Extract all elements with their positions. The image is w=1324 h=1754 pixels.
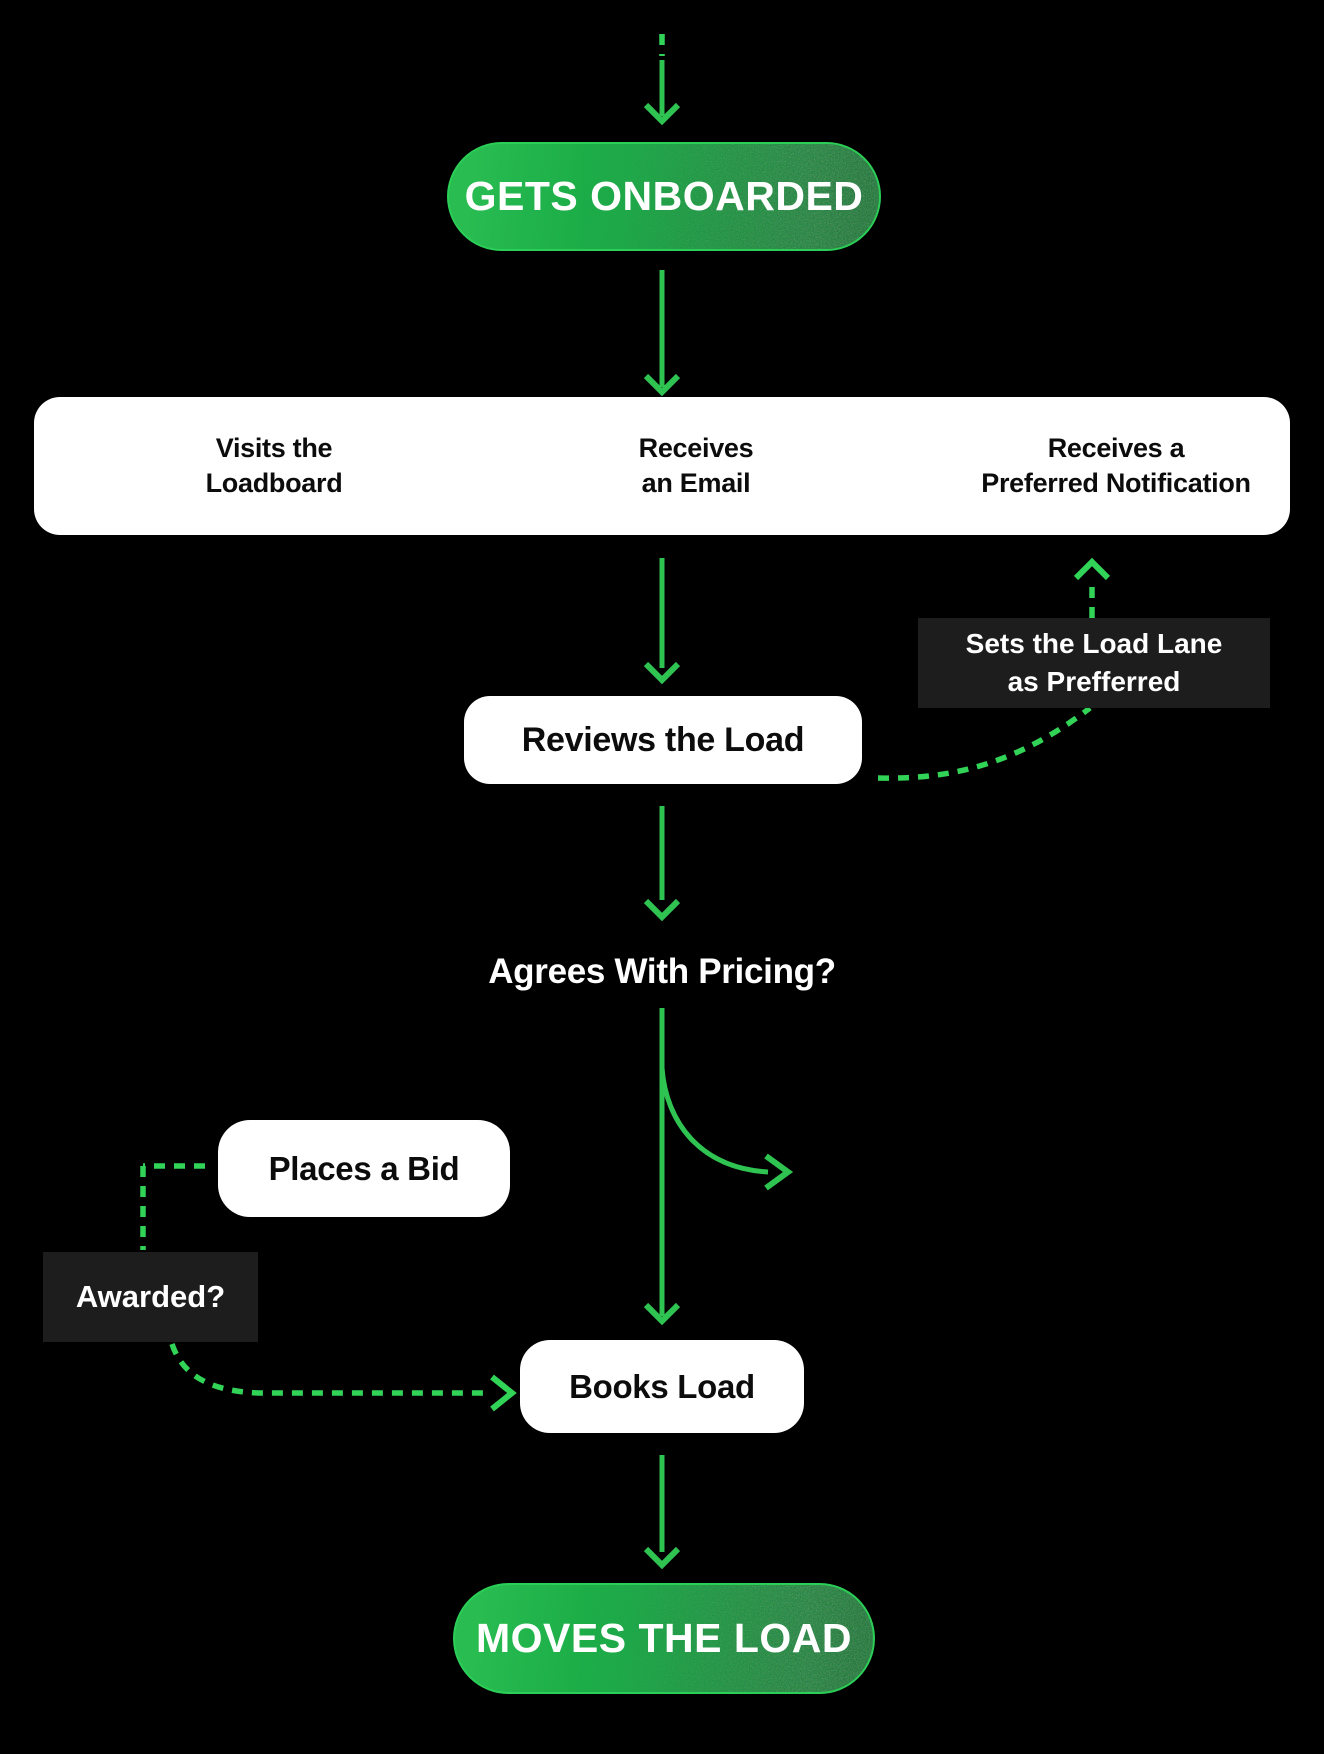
node-books-load: Books Load <box>520 1340 804 1433</box>
node-agrees-with-pricing: Agrees With Pricing? <box>488 952 836 991</box>
grain-texture <box>455 1585 873 1692</box>
grain-texture <box>449 144 879 249</box>
channel-visits-loadboard: Visits the Loadboard <box>74 397 474 535</box>
node-awarded: Awarded? <box>43 1252 258 1342</box>
node-sets-load-lane: Sets the Load Lane as Prefferred <box>918 618 1270 708</box>
arrow-question-to-books-head-icon <box>643 1302 681 1326</box>
curve-question-branch-right <box>659 1067 769 1175</box>
channel-receives-email-line1: Receives <box>638 432 754 463</box>
node-moves-the-load: MOVES THE LOAD <box>453 1583 875 1694</box>
arrow-start-to-channels-head-icon <box>643 373 681 397</box>
channel-receives-email-line2: an Email <box>641 468 751 498</box>
node-reviews-the-load: Reviews the Load <box>464 696 862 784</box>
node-sets-load-lane-line1: Sets the Load Lane <box>965 628 1223 660</box>
arrow-sets-to-notification-head-icon <box>1073 557 1111 581</box>
node-channels-bar: Visits the Loadboard Receives an Email R… <box>34 397 1290 535</box>
node-sets-load-lane-line2: as Prefferred <box>1007 666 1181 697</box>
node-gets-onboarded-label: GETS ONBOARDED <box>464 173 864 219</box>
node-gets-onboarded: GETS ONBOARDED <box>447 142 881 251</box>
arrow-entry-head-icon <box>643 102 681 126</box>
arrow-channels-to-reviews-head-icon <box>643 661 681 685</box>
curve-reviews-to-sets-dashed <box>877 705 1092 781</box>
channel-preferred-notification-line1: Receives a <box>1047 432 1185 463</box>
node-moves-the-load-label: MOVES THE LOAD <box>475 1615 853 1661</box>
arrow-books-to-end-head-icon <box>643 1546 681 1570</box>
channel-preferred-notification-line2: Preferred Notification <box>981 468 1251 498</box>
node-places-a-bid: Places a Bid <box>218 1120 510 1217</box>
curve-question-branch-head-icon <box>764 1153 794 1191</box>
channel-visits-loadboard-line1: Visits the <box>215 432 333 463</box>
channel-receives-email: Receives an Email <box>496 397 896 535</box>
arrow-reviews-to-question-head-icon <box>643 898 681 922</box>
dashed-awarded-to-books-head-icon <box>490 1374 517 1412</box>
channel-preferred-notification: Receives a Preferred Notification <box>914 397 1318 535</box>
channel-visits-loadboard-line2: Loadboard <box>205 468 343 498</box>
dashed-awarded-to-books <box>169 1343 486 1396</box>
